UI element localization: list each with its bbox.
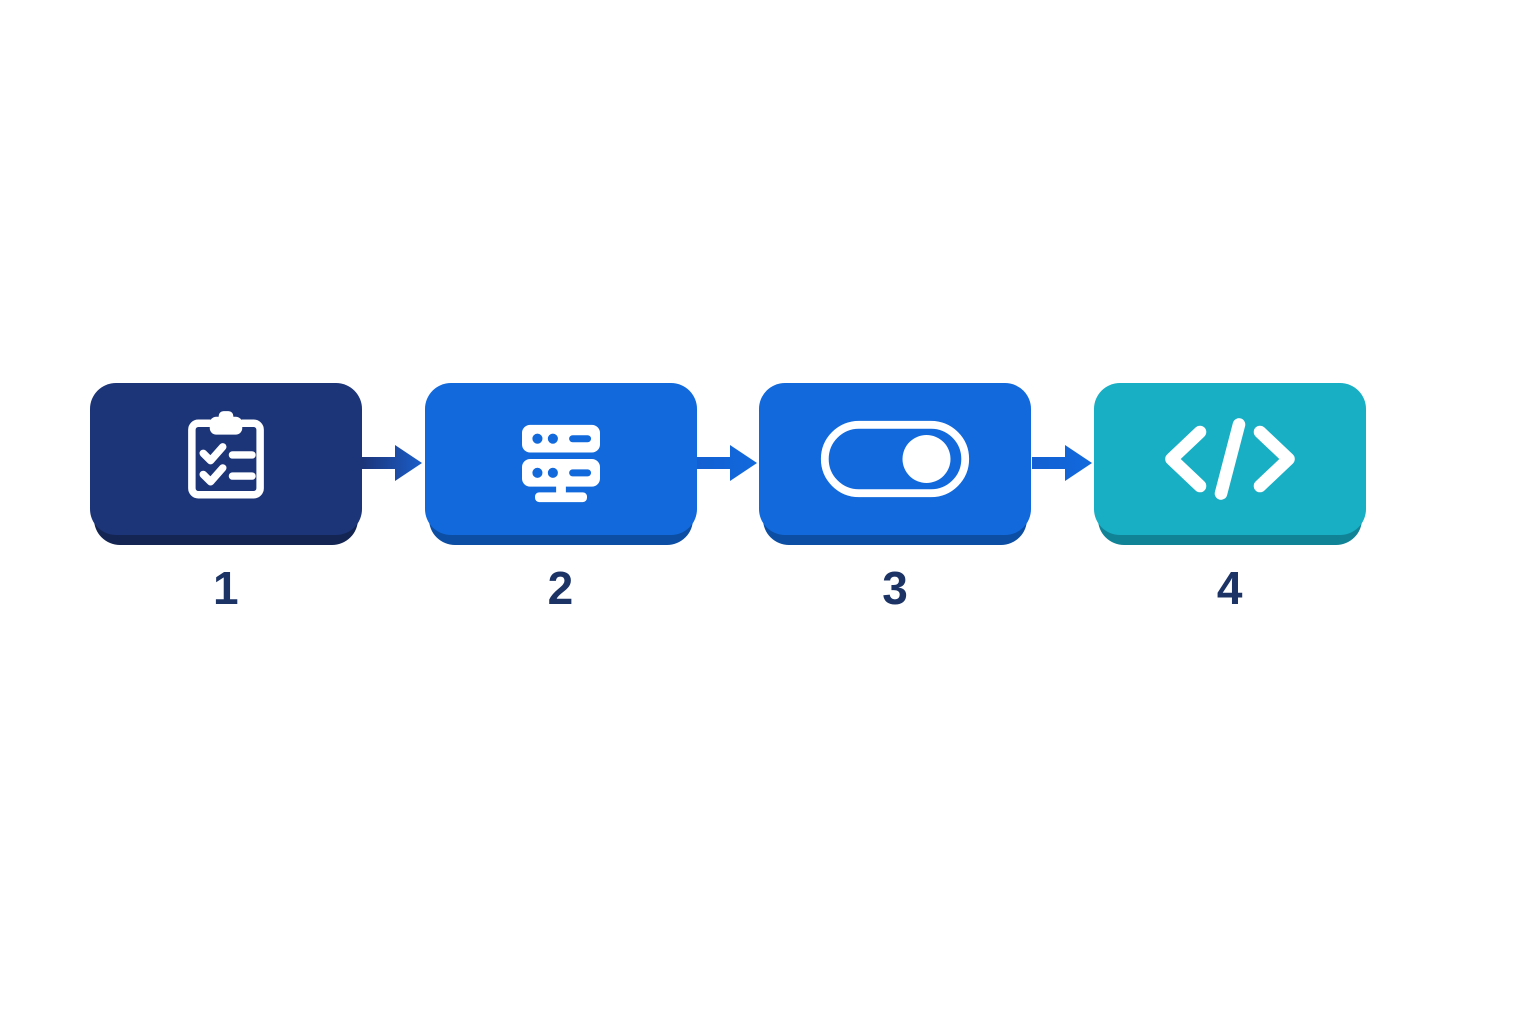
step-3-card[interactable] bbox=[759, 383, 1032, 545]
connector-arrow-3 bbox=[1031, 383, 1094, 543]
process-step-4[interactable]: 4 bbox=[1093, 383, 1366, 623]
step-3-number: 3 bbox=[882, 562, 909, 614]
toggle-switch-on-icon bbox=[820, 420, 970, 498]
clipboard-checklist-icon bbox=[174, 407, 278, 511]
process-step-3[interactable]: 3 bbox=[759, 383, 1032, 623]
step-3-card-face[interactable] bbox=[759, 383, 1032, 535]
process-step-2[interactable]: 2 bbox=[424, 383, 697, 623]
step-1-card-face[interactable] bbox=[90, 383, 362, 535]
code-brackets-icon bbox=[1155, 411, 1305, 507]
arrow-right-icon bbox=[1031, 441, 1094, 485]
arrow-right-icon bbox=[696, 441, 759, 485]
step-1-number: 1 bbox=[212, 562, 240, 614]
arrow-right-icon bbox=[362, 441, 424, 485]
step-2-card-face[interactable] bbox=[424, 383, 697, 535]
process-step-1[interactable]: 1 bbox=[90, 383, 362, 623]
step-2-number: 2 bbox=[547, 562, 574, 614]
step-4-number: 4 bbox=[1216, 562, 1244, 614]
step-1-card[interactable] bbox=[90, 383, 362, 545]
step-2-card[interactable] bbox=[424, 383, 697, 545]
process-flow-row: 1 bbox=[90, 383, 1366, 623]
step-4-card[interactable] bbox=[1093, 383, 1366, 545]
connector-arrow-2 bbox=[696, 383, 759, 543]
connector-arrow-1 bbox=[362, 383, 424, 543]
server-rack-icon bbox=[509, 407, 613, 511]
step-4-card-face[interactable] bbox=[1093, 383, 1366, 535]
